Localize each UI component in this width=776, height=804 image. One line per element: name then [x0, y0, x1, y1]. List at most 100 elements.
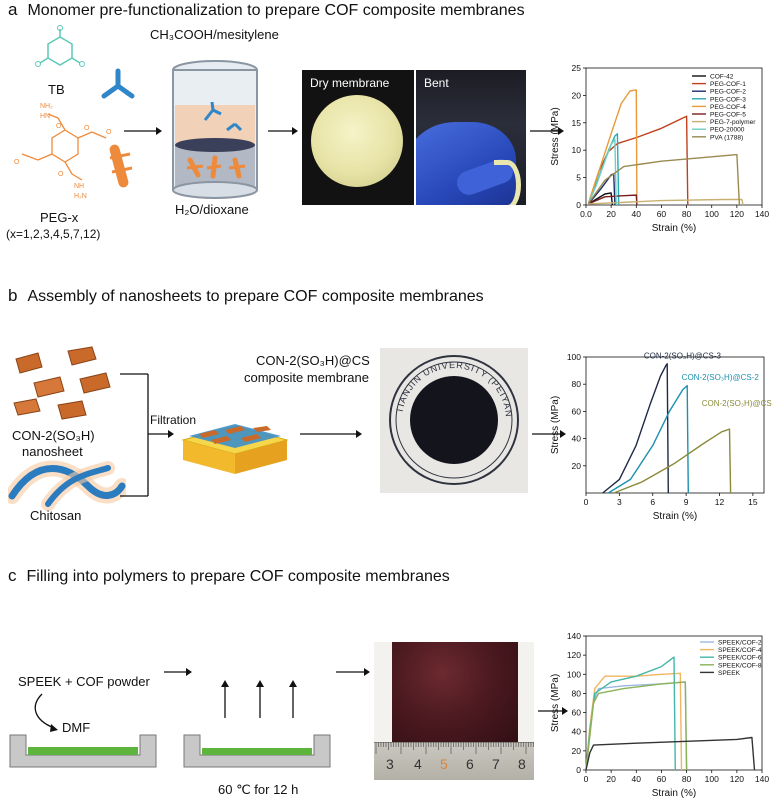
chitosan-label: Chitosan [30, 508, 82, 523]
series-line [585, 681, 688, 771]
legend-entry: PEG-COF-4 [710, 104, 746, 111]
plot-frame [585, 67, 763, 206]
filtration-block [181, 424, 289, 474]
y-tick-label: 0 [576, 200, 581, 210]
legend-entry: SPEEK [718, 670, 741, 677]
series-label: CON-2(SO₃H)@CS-3 [644, 351, 722, 360]
x-tick-label: 140 [755, 774, 769, 784]
x-tick-label: 3 [617, 497, 622, 507]
legend-entry: PEG-COF-3 [710, 96, 746, 103]
ruler-ticks [375, 742, 534, 754]
pegx-sublabel: (x=1,2,3,4,5,7,12) [6, 227, 101, 241]
plot-frame [585, 356, 765, 494]
x-tick-label: 140 [755, 209, 769, 219]
x-tick-label: 9 [684, 497, 689, 507]
ruler-digit-4: 4 [414, 756, 422, 772]
series-label: CON-2(SO₃H)@CS-2 [682, 373, 760, 382]
legend-entry: SPEEK/COF-8 [718, 662, 762, 669]
panel-a-title: Monomer pre-functionalization to prepare… [27, 2, 525, 19]
y-tick-label: 100 [567, 352, 581, 362]
chem-nh-bottom: NH [74, 183, 84, 190]
bent-membrane-strip [494, 160, 521, 205]
legend-entry: SPEEK/COF-4 [718, 647, 762, 654]
arrow-c1 [164, 668, 192, 676]
series-line [587, 138, 617, 206]
chem-o-right: O [84, 125, 90, 132]
speek-membrane-photo: 3 4 5 6 7 8 [374, 642, 534, 780]
x-tick-label: 80 [682, 774, 692, 784]
speek-membrane-sheet [392, 642, 518, 746]
x-tick-label: 60 [657, 774, 667, 784]
panel-b-letter: b [8, 286, 18, 305]
casting-tray-2 [183, 734, 331, 768]
filtration-label: Filtration [150, 413, 197, 427]
x-tick-label: 40 [632, 774, 642, 784]
y-tick-label: 60 [572, 406, 582, 416]
series-line [602, 363, 669, 494]
dry-membrane-photo: Dry membrane [302, 70, 414, 205]
chem-o-left: O [14, 159, 20, 166]
arrow-b1 [300, 430, 362, 438]
plot-frame [585, 635, 763, 771]
x-tick-label: 0 [584, 497, 589, 507]
tripod-linker-icon [101, 68, 135, 99]
ruler-digit-3: 3 [386, 756, 394, 772]
arrow-a2 [268, 127, 298, 135]
series-line [607, 384, 689, 494]
legend-entry: PEO-20000 [710, 127, 745, 134]
peg-rod-icon [109, 144, 133, 188]
x-tick-label: 15 [748, 497, 758, 507]
legend-entry: PEG-COF-2 [710, 89, 746, 96]
y-tick-label: 80 [572, 688, 582, 698]
x-axis-label: Strain (%) [652, 223, 696, 234]
chem-hn-top: HN [40, 113, 50, 120]
dmf-label: DMF [62, 720, 91, 735]
solvent-top-label: CH₃COOH/mesitylene [150, 27, 279, 42]
legend-entry: PVA (1788) [710, 134, 743, 141]
chem-o-top: O [56, 123, 62, 130]
ruler-digit-6: 6 [466, 756, 474, 772]
y-tick-label: 40 [572, 434, 582, 444]
bent-label: Bent [424, 76, 449, 90]
legend-entry: PEG-COF-5 [710, 112, 746, 119]
solvent-bottom-label: H₂O/dioxane [175, 202, 249, 217]
series-line [587, 173, 616, 206]
x-tick-label: 100 [705, 774, 719, 784]
ruler [374, 742, 534, 780]
x-tick-label: 20 [606, 774, 616, 784]
panel-a-letter: a [8, 0, 18, 19]
chem-nh2-top: NH₂ [40, 103, 53, 110]
ruler-digit-5: 5 [440, 756, 448, 772]
y-tick-label: 40 [572, 727, 582, 737]
x-tick-label: 120 [730, 209, 744, 219]
ruler-digit-7: 7 [492, 756, 500, 772]
y-tick-label: 20 [572, 461, 582, 471]
y-tick-label: 20 [572, 90, 582, 100]
x-tick-label: 6 [650, 497, 655, 507]
chem-o-far-right: O [106, 129, 112, 136]
heat-label: 60 ℃ for 12 h [218, 782, 299, 797]
composite-membrane-photo: TIANJIN UNIVERSITY (PEIYANG UNIVERSITY) [380, 348, 528, 493]
nanosheet-label-2: nanosheet [22, 444, 83, 459]
series-line [588, 198, 744, 206]
arrow-a3 [530, 127, 564, 135]
merge-bracket [120, 373, 174, 497]
tb-label: TB [48, 82, 65, 97]
panel-c-title: Filling into polymers to prepare COF com… [26, 568, 450, 585]
evaporation-arrows [221, 680, 297, 718]
series-line [585, 736, 756, 771]
casting-tray-1 [9, 734, 157, 768]
arrow-c3 [538, 707, 568, 715]
panel-c-letter: c [8, 566, 17, 585]
legend-entry: COF-42 [710, 74, 734, 81]
ruler-digit-8: 8 [518, 756, 526, 772]
x-axis-label: Strain (%) [652, 788, 696, 799]
y-tick-label: 5 [576, 173, 581, 183]
panel-c-title-row: c Filling into polymers to prepare COF co… [8, 566, 450, 586]
peg-x-molecule: NH₂ HN O O O NH H₂N O O [14, 103, 112, 200]
arrow-b2 [532, 430, 566, 438]
chitosan-illustration [8, 460, 126, 511]
